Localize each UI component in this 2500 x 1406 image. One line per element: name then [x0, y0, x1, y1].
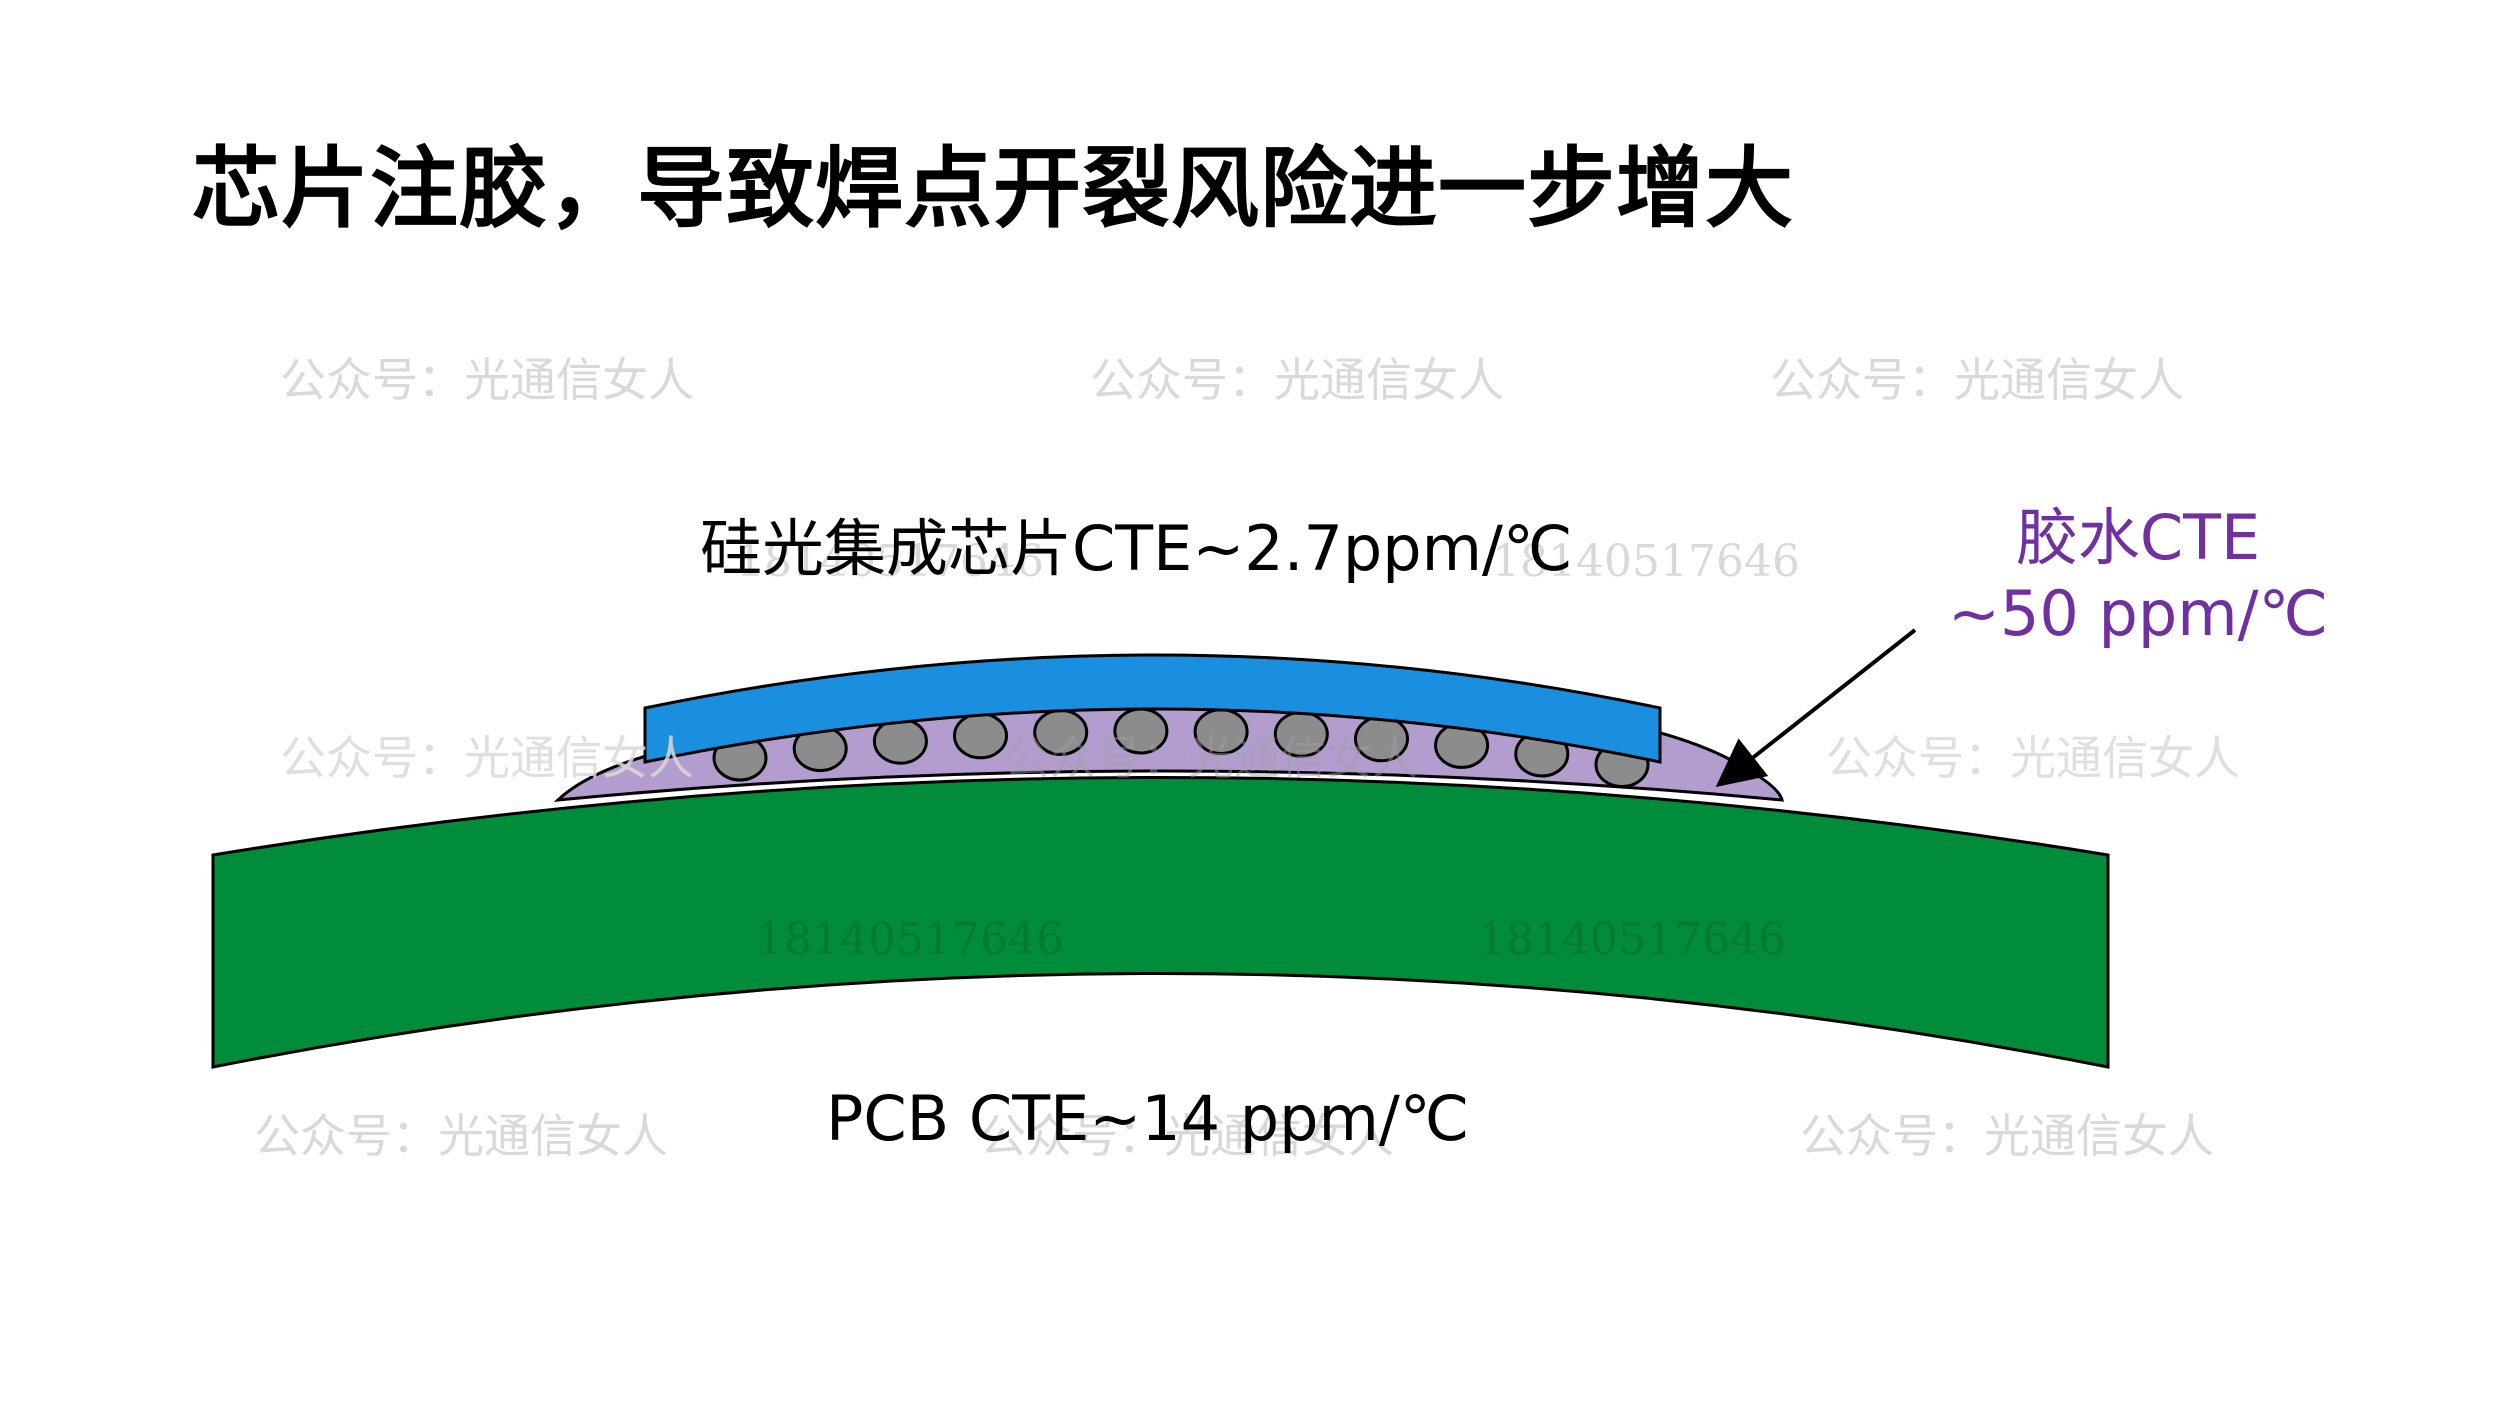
pcb-cte-label: PCB CTE~14 ppm/℃: [826, 1082, 1470, 1155]
watermark-text: 公众号：光通信女人: [1800, 1109, 2214, 1163]
watermark-phone: 18140517646: [1478, 914, 1786, 965]
watermark-text: 公众号：光通信女人: [280, 353, 694, 407]
watermark-text: 公众号：光通信女人: [254, 1109, 668, 1163]
watermark-text: 公众号：光通信女人: [1004, 731, 1418, 785]
watermark-text: 公众号：光通信女人: [1826, 731, 2240, 785]
watermark-text: 公众号：光通信女人: [1090, 353, 1504, 407]
watermark-phone: 18140517646: [1492, 536, 1800, 587]
solder-balls: [712, 707, 1650, 789]
glue-cte-label-line1: 胶水CTE: [2015, 501, 2261, 574]
silicon-chip: [643, 653, 1662, 764]
watermark-text: 公众号：光通信女人: [280, 731, 694, 785]
solder-ball: [872, 717, 928, 765]
glue-cte-label: 胶水CTE ~50 ppm/℃: [1948, 500, 2328, 652]
solder-ball: [953, 712, 1008, 760]
watermark-text: 公众号：光通信女人: [980, 1109, 1394, 1163]
pcb-board: [211, 776, 2110, 1069]
watermark-phone: 18140517646: [756, 914, 1064, 965]
glue-cte-label-line2: ~50 ppm/℃: [1948, 577, 2329, 650]
glue-pointer-arrow: [1715, 628, 1917, 787]
chip-cte-label: 硅光集成芯片CTE~2.7ppm/℃: [700, 512, 1573, 585]
watermark-text: 公众号：光通信女人: [1770, 353, 2184, 407]
watermark-phone: 18140517646: [736, 536, 1044, 587]
slide-title: 芯片注胶，导致焊点开裂风险进一步增大: [192, 137, 1795, 240]
